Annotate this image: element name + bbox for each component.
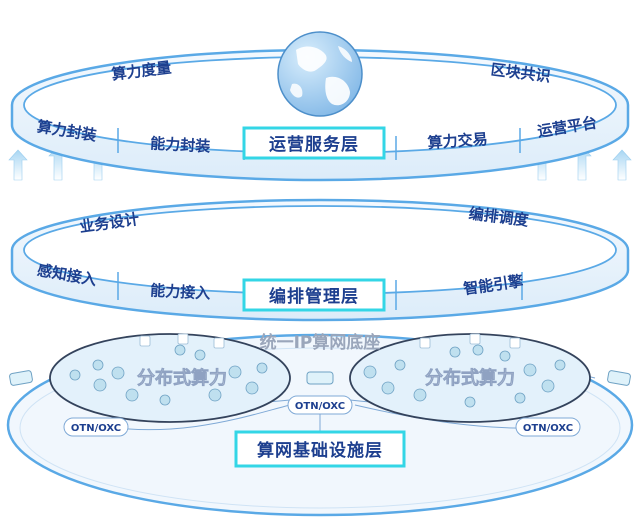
server-chip-icon: [208, 388, 222, 402]
server-chip-icon: [413, 388, 427, 402]
up-arrow-icon: [612, 149, 632, 181]
server-chip-icon: [449, 346, 461, 358]
server-chip-icon: [469, 333, 481, 345]
infrastructure-ring-inner: [19, 347, 621, 509]
compute-nodes-right: [363, 344, 566, 408]
up-arrow-icon: [8, 149, 28, 181]
network-base-label: 统一IP算网底座: [260, 332, 381, 353]
compute-nodes-left: [69, 344, 268, 406]
server-chip-icon: [523, 363, 537, 377]
compute-cloud-left: 分布式算力: [49, 333, 291, 423]
chip-icons-top: [139, 333, 521, 349]
server-chip-icon: [256, 362, 268, 374]
otn-node-left: OTN/OXC: [63, 417, 129, 437]
routers: [9, 370, 631, 386]
server-chip-icon: [194, 349, 206, 361]
server-chip-icon: [381, 381, 395, 395]
operation-title-box: 运营服务层: [242, 126, 386, 160]
server-chip-icon: [499, 350, 511, 362]
cloud-label-left: 分布式算力: [137, 367, 227, 389]
server-chip-icon: [245, 381, 259, 395]
op-bottom-label-3: 算力交易: [427, 130, 488, 152]
server-chip-icon: [228, 365, 242, 379]
router-icon: [306, 371, 334, 385]
server-chip-icon: [213, 337, 225, 349]
server-chip-icon: [419, 337, 431, 349]
otn-label-center: OTN/OXC: [295, 401, 345, 412]
server-chip-icon: [514, 392, 526, 404]
server-chip-icon: [554, 359, 566, 371]
orchestration-layer: 业务设计 编排调度 感知接入 能力接入 智能引擎 编排管理层: [10, 198, 630, 322]
server-chip-icon: [177, 333, 189, 345]
server-chip-icon: [174, 344, 186, 356]
otn-node-right: OTN/OXC: [515, 417, 581, 437]
server-chip-icon: [541, 379, 555, 393]
infrastructure-title-box: 算网基础设施层: [234, 430, 406, 468]
compute-cloud-right: 分布式算力: [349, 333, 591, 423]
orchestration-title-box: 编排管理层: [242, 278, 386, 312]
infrastructure-layer: 分布式算力 分布式算力: [6, 332, 634, 517]
globe-icon: [277, 31, 363, 117]
server-chip-icon: [92, 359, 104, 371]
router-icon: [9, 370, 33, 386]
server-chip-icon: [509, 337, 521, 349]
server-chip-icon: [472, 344, 484, 356]
server-chip-icon: [464, 396, 476, 408]
server-chip-icon: [363, 365, 377, 379]
otn-label-left: OTN/OXC: [71, 423, 121, 434]
otn-node-center: OTN/OXC: [287, 395, 353, 415]
server-chip-icon: [125, 388, 139, 402]
operation-layer: 算力度量 区块共识 算力封装 能力封装 算力交易 运营平台 运营服务层: [10, 31, 630, 182]
op-bottom-label-2: 能力封装: [150, 134, 212, 155]
server-chip-icon: [69, 369, 81, 381]
infrastructure-title: 算网基础设施层: [256, 440, 383, 461]
operation-title: 运营服务层: [269, 134, 359, 155]
otn-label-right: OTN/OXC: [523, 423, 573, 434]
cloud-label-right: 分布式算力: [425, 367, 515, 389]
orchestration-title: 编排管理层: [269, 286, 359, 307]
router-icon: [607, 370, 631, 386]
server-chip-icon: [394, 359, 406, 371]
server-chip-icon: [93, 378, 107, 392]
orch-bottom-label-2: 能力接入: [150, 281, 211, 302]
server-chip-icon: [111, 366, 125, 380]
server-chip-icon: [159, 394, 171, 406]
server-chip-icon: [139, 335, 151, 347]
